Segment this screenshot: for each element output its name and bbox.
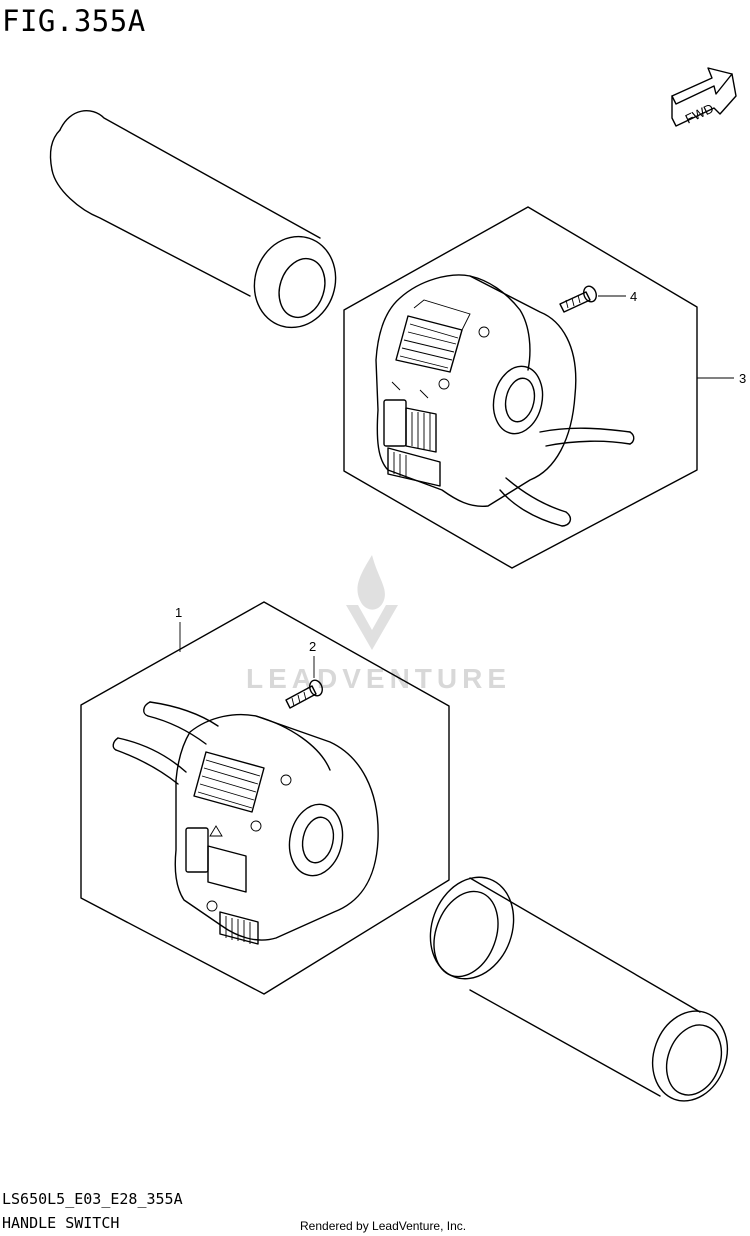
fwd-label: FWD bbox=[683, 101, 716, 127]
callout-3-group: 3 bbox=[697, 371, 746, 386]
callout-1-group: 1 bbox=[175, 605, 182, 652]
right-grip-icon bbox=[429, 876, 729, 1102]
left-switch-assembly bbox=[80, 601, 450, 995]
screw-4: 4 bbox=[559, 285, 637, 313]
flame-v-logo-icon bbox=[346, 555, 398, 650]
callout-2: 2 bbox=[309, 639, 316, 654]
fwd-arrow-icon: FWD bbox=[671, 67, 737, 127]
callout-1: 1 bbox=[175, 605, 182, 620]
callout-4: 4 bbox=[630, 289, 637, 304]
credit-text: Rendered by LeadVenture, Inc. bbox=[300, 1219, 467, 1233]
screw-2: 2 bbox=[285, 639, 323, 709]
left-grip-icon bbox=[49, 110, 337, 329]
watermark-text: LEADVENTURE bbox=[246, 663, 511, 694]
figure-name: HANDLE SWITCH bbox=[2, 1214, 120, 1232]
figure-title: FIG.355A bbox=[2, 4, 146, 38]
right-switch-assembly bbox=[343, 206, 698, 569]
callout-3: 3 bbox=[739, 371, 746, 386]
figure-code: LS650L5_E03_E28_355A bbox=[2, 1190, 183, 1208]
watermark: LEADVENTURE bbox=[246, 555, 511, 694]
